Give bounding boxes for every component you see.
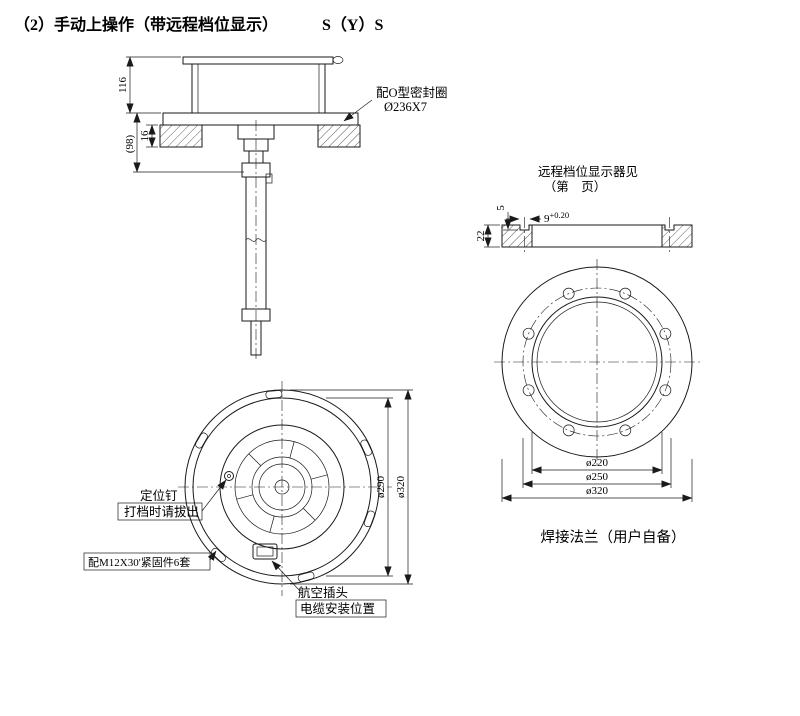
dim-98-text: (98) bbox=[124, 135, 136, 154]
aviation-plug bbox=[252, 543, 278, 560]
seal-label-line2: Ø236X7 bbox=[384, 100, 427, 114]
section-cut-left bbox=[501, 224, 533, 248]
dim-d320-flange-text: ø320 bbox=[586, 485, 609, 497]
pin-callout: 定位钉 打档时请拔出 bbox=[117, 479, 227, 521]
tank-wall-right bbox=[317, 124, 361, 148]
flange-view: 远程档位显示器见 （第 页） 22 5 9+0.20 bbox=[475, 164, 700, 546]
dim-116-text: 116 bbox=[117, 76, 129, 93]
dim-98: (98) bbox=[124, 112, 244, 173]
dim-d320: ø320 bbox=[501, 459, 693, 502]
dim-groove-width-text: 9+0.20 bbox=[544, 210, 569, 225]
dim-22: 22 bbox=[475, 224, 500, 248]
dim-d220-text: ø220 bbox=[586, 457, 609, 469]
pin-label: 定位钉 bbox=[140, 488, 178, 503]
mounting-plate bbox=[162, 112, 359, 126]
dim-groove-width: 9+0.20 bbox=[506, 210, 569, 225]
fastener-note: 配M12X30'紧固件6套 bbox=[88, 556, 190, 569]
remote-indicator-note-line2: （第 页） bbox=[544, 180, 607, 194]
flange-face bbox=[494, 259, 700, 465]
plug-note-box bbox=[295, 599, 387, 618]
flange-bore-inner-circle bbox=[536, 301, 658, 423]
flange-outer-circle bbox=[501, 266, 693, 458]
dim-116: 116 bbox=[117, 56, 181, 114]
flange-caption: 焊接法兰（用户自备） bbox=[541, 529, 686, 546]
section-cut-right bbox=[661, 224, 693, 248]
plug-label: 航空插头 bbox=[298, 585, 348, 600]
side-view: 116 16 (98) 配O型密封圈 Ø236X7 bbox=[117, 56, 448, 362]
dim-5-text: 5 bbox=[495, 205, 507, 211]
housing-inner-ring bbox=[192, 397, 372, 577]
dim-d320-topview: ø320 bbox=[290, 389, 413, 585]
hub-outer bbox=[251, 456, 313, 518]
seal-callout: 配O型密封圈 Ø236X7 bbox=[343, 85, 448, 122]
pin-note-box bbox=[117, 502, 203, 521]
flange-section bbox=[501, 217, 693, 255]
bolt-circle bbox=[522, 287, 672, 437]
top-view: ø290 ø320 定位钉 打档时请拔出 配M12X30'紧固件6套 航空插头 … bbox=[83, 381, 413, 618]
dim-d250: ø250 bbox=[522, 438, 672, 488]
dim-d220: ø220 bbox=[531, 432, 663, 474]
seal-label-line1: 配O型密封圈 bbox=[376, 85, 448, 100]
dim-5: 5 bbox=[495, 205, 518, 231]
dim-16: 16 bbox=[139, 124, 158, 148]
handwheel-inner bbox=[234, 439, 330, 535]
plug-note: 电缆安装位置 bbox=[300, 601, 375, 616]
dim-16-text: 16 bbox=[139, 130, 151, 142]
lid bbox=[182, 56, 334, 65]
dim-22-text: 22 bbox=[475, 231, 487, 242]
positioning-pin bbox=[224, 471, 234, 481]
actuator-body bbox=[191, 63, 326, 114]
dim-d320-topview-text: ø320 bbox=[395, 476, 407, 499]
fastener-note-box bbox=[83, 552, 211, 571]
title-left: （2）手动上操作（带远程档位显示） bbox=[14, 15, 278, 34]
page-title: （2）手动上操作（带远程档位显示） S（Y）S bbox=[14, 15, 383, 34]
housing-outer-circle bbox=[184, 389, 380, 585]
remote-indicator-note-line1: 远程档位显示器见 bbox=[538, 164, 638, 179]
dim-d250-text: ø250 bbox=[586, 471, 609, 483]
hub-center bbox=[274, 479, 290, 495]
title-right: S（Y）S bbox=[322, 16, 383, 34]
fastener-callout: 配M12X30'紧固件6套 bbox=[83, 550, 217, 571]
hub-inner bbox=[258, 463, 306, 511]
tank-wall-left bbox=[159, 124, 203, 148]
hub-spokes bbox=[236, 441, 328, 533]
bolt-holes bbox=[522, 287, 672, 437]
plug-callout: 航空插头 电缆安装位置 bbox=[271, 560, 387, 618]
dim-d290: ø290 bbox=[326, 397, 393, 577]
lid-handle bbox=[332, 56, 344, 64]
dim-d290-text: ø290 bbox=[375, 476, 387, 499]
flange-bore-circle bbox=[531, 296, 663, 428]
pin-note: 打档时请拔出 bbox=[124, 504, 199, 519]
